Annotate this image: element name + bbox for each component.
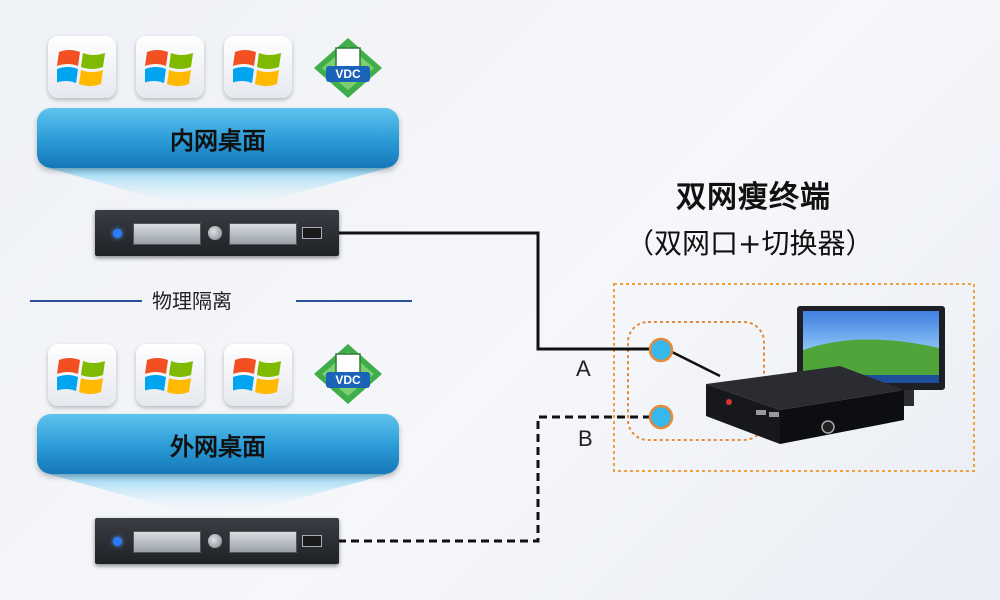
slot-icon <box>302 535 322 547</box>
outer-desktop-banner: 外网桌面 <box>37 414 399 474</box>
power-led-icon <box>113 537 122 546</box>
line-a <box>338 231 650 351</box>
terminal-box <box>613 283 975 472</box>
connection-a-label: A <box>576 356 591 381</box>
drive-bay <box>133 531 201 553</box>
port-group-box <box>627 321 765 441</box>
svg-text:VDC: VDC <box>335 373 361 387</box>
connection-b-label: B <box>578 426 593 451</box>
knob-icon <box>207 225 223 241</box>
port-cable <box>671 350 721 378</box>
windows-icon <box>224 36 292 98</box>
thin-client-device <box>706 366 904 444</box>
vdc-icon: VDC <box>314 344 382 404</box>
vdc-icon: VDC <box>314 38 382 98</box>
line-b <box>338 415 650 543</box>
drive-bay <box>229 531 297 553</box>
beam-outer <box>48 474 388 518</box>
terminal-title: 双网瘦终端 <box>676 180 831 215</box>
windows-icon <box>48 36 116 98</box>
knob-icon <box>207 533 223 549</box>
separator-line-right <box>296 300 412 302</box>
separator-line-left <box>30 300 142 302</box>
windows-icon <box>136 36 204 98</box>
inner-server <box>95 210 339 256</box>
beam-inner <box>48 168 388 212</box>
power-led-icon <box>113 229 122 238</box>
drive-bay <box>229 223 297 245</box>
windows-icon <box>136 344 204 406</box>
physical-isolation-label: 物理隔离 <box>152 289 232 313</box>
svg-text:VDC: VDC <box>335 67 361 81</box>
terminal-subtitle: （双网口+切换器） <box>626 227 874 260</box>
drive-bay <box>133 223 201 245</box>
inner-desktop-label: 内网桌面 <box>170 126 266 155</box>
port-b <box>648 404 674 430</box>
outer-desktop-label: 外网桌面 <box>170 432 266 461</box>
slot-icon <box>302 227 322 239</box>
windows-icon <box>48 344 116 406</box>
outer-server <box>95 518 339 564</box>
windows-icon <box>224 344 292 406</box>
port-a <box>648 337 674 363</box>
inner-desktop-banner: 内网桌面 <box>37 108 399 168</box>
